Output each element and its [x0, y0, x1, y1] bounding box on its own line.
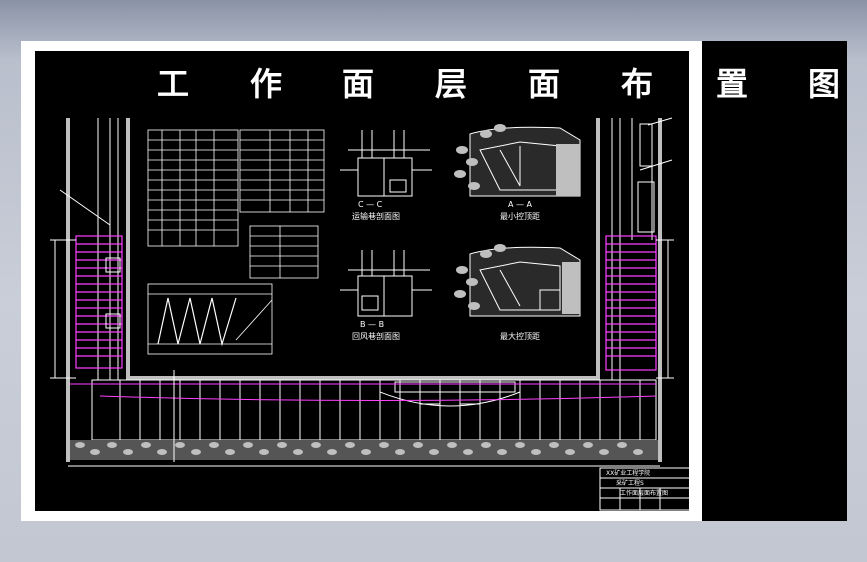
- table-1: [147, 129, 239, 247]
- title-char-8: 图: [808, 65, 841, 103]
- right-dimension-lines: [637, 123, 674, 379]
- face-supports: [91, 379, 657, 441]
- cut-label-c: C — C: [358, 200, 383, 209]
- section-label-return: 回风巷剖面图: [352, 332, 400, 341]
- title-block-line2: 采矿工程S: [616, 480, 644, 487]
- section-cc: [340, 130, 432, 197]
- title-char-7: 置: [716, 65, 749, 103]
- left-support-array: [75, 235, 123, 369]
- section-label-min: 最小控顶距: [500, 212, 540, 221]
- face-conveyor: [70, 383, 657, 401]
- roadway-frame: [66, 118, 662, 462]
- gob-rock: [70, 440, 658, 460]
- title-block: [599, 467, 691, 511]
- section-max-roof: [469, 246, 581, 317]
- cut-label-b: B — B: [360, 320, 385, 329]
- title-char-4: 层: [435, 65, 468, 103]
- rock-min: [454, 124, 506, 190]
- section-label-transport: 运输巷剖面图: [352, 212, 400, 221]
- left-dimension-lines: [50, 239, 121, 379]
- bottom-dimension: [68, 370, 660, 467]
- cycle-chart: [147, 283, 273, 355]
- title-char-3: 面: [342, 65, 375, 103]
- title-char-2: 作: [250, 65, 283, 103]
- table-3: [249, 225, 319, 279]
- title-char-5: 面: [528, 65, 561, 103]
- title-block-line1: XX矿业工程学院: [606, 470, 651, 477]
- section-label-max: 最大控顶距: [500, 332, 540, 341]
- section-min-roof: [469, 126, 581, 197]
- title-char-6: 布: [621, 65, 654, 103]
- table-2: [239, 129, 325, 213]
- section-bb: [340, 250, 432, 317]
- cut-label-a: A — A: [508, 200, 533, 209]
- side-panel: [702, 41, 847, 521]
- title-block-line3: 工作面层面布置图: [620, 490, 669, 497]
- title-char-1: 工: [157, 65, 190, 103]
- rock-max: [454, 244, 506, 310]
- right-support-array: [605, 235, 657, 371]
- roadway-lines: [59, 117, 673, 380]
